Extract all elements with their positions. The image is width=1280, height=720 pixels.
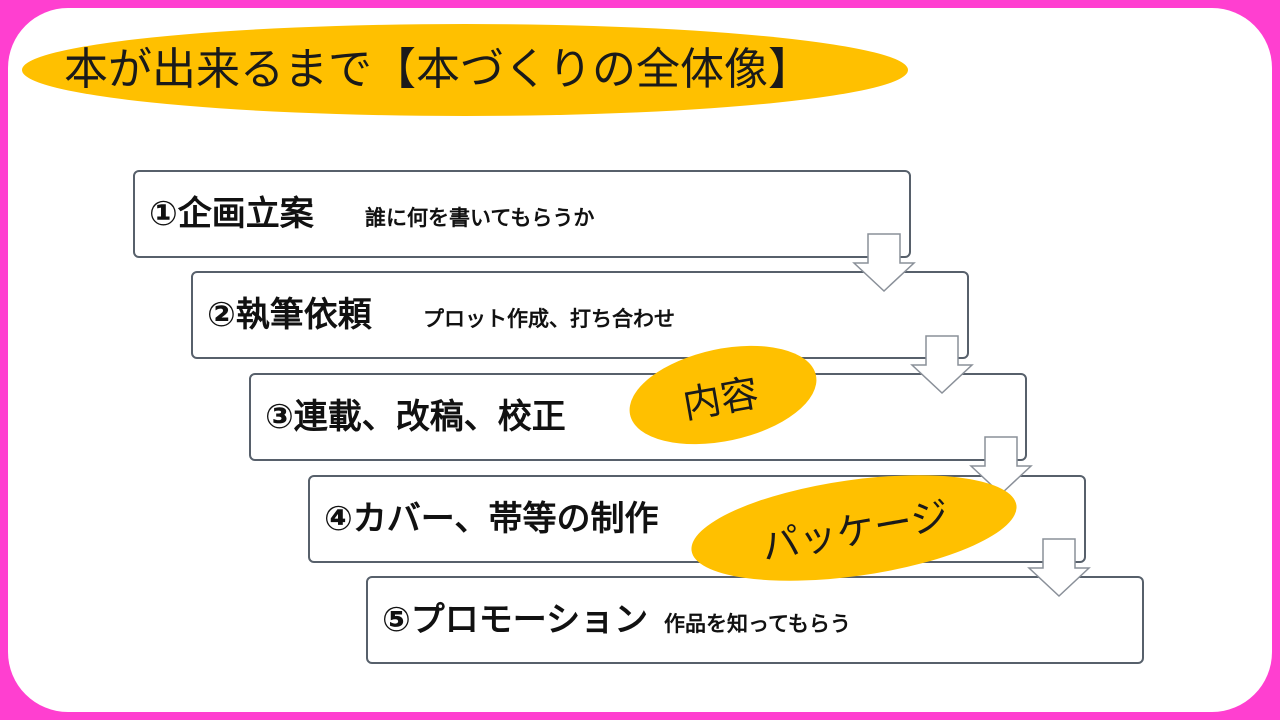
step-box-writing-request: ②執筆依頼 プロット作成、打ち合わせ [191, 271, 969, 359]
down-arrow-icon [910, 335, 974, 395]
step-title: ③連載、改稿、校正 [265, 397, 566, 437]
step-box-promotion: ⑤プロモーション 作品を知ってもらう [366, 576, 1144, 664]
step-title: ②執筆依頼 [207, 295, 372, 335]
step-box-planning: ①企画立案 誰に何を書いてもらうか [133, 170, 911, 258]
step-description: プロット作成、打ち合わせ [423, 307, 675, 331]
step-description: 誰に何を書いてもらうか [365, 206, 595, 230]
down-arrow-icon [1027, 538, 1091, 598]
step-title: ④カバー、帯等の制作 [324, 499, 659, 539]
down-arrow-icon [969, 436, 1033, 496]
down-arrow-icon [852, 233, 916, 293]
slide-title: 本が出来るまで【本づくりの全体像】 [64, 44, 812, 95]
title-banner [22, 24, 908, 116]
step-title: ①企画立案 [149, 194, 314, 234]
step-title: ⑤プロモーション [382, 600, 649, 640]
step-description: 作品を知ってもらう [664, 612, 851, 636]
